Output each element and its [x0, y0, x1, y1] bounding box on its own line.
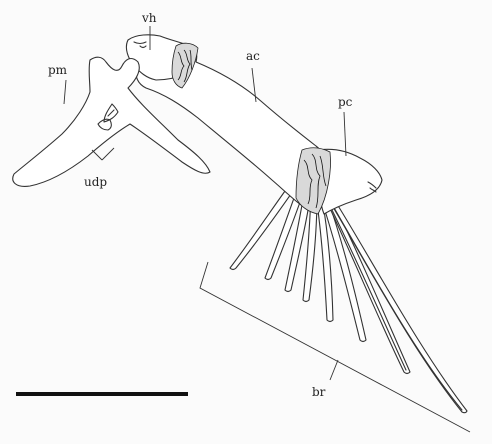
label-pc: pc: [338, 96, 352, 108]
label-udp: udp: [84, 176, 107, 188]
label-vh: vh: [142, 12, 157, 24]
branchiostegal-rays: [230, 180, 467, 413]
label-pm: pm: [48, 64, 67, 76]
br-bracket: [200, 262, 470, 432]
label-br: br: [312, 386, 325, 398]
scale-bar: [16, 392, 188, 396]
label-ac: ac: [246, 50, 260, 62]
